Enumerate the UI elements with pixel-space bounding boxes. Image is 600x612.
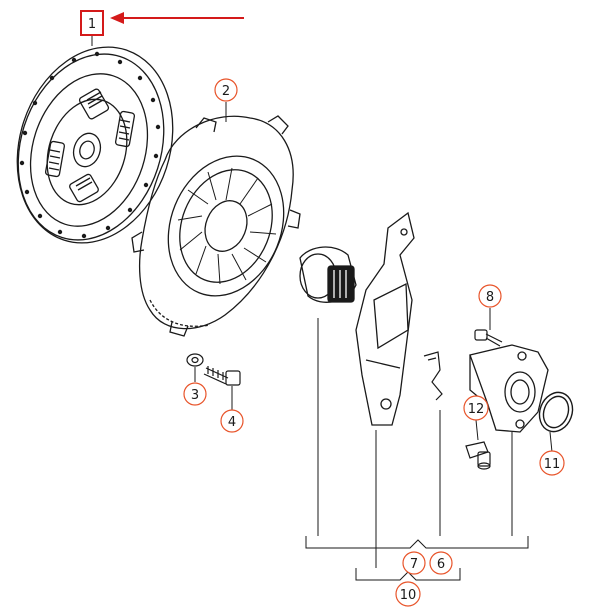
bolt [203, 366, 241, 386]
callout-7-label: 7 [410, 557, 418, 572]
callout-2-label: 2 [222, 84, 230, 99]
callout-12: 12 [463, 395, 489, 421]
callout-3-label: 3 [191, 388, 199, 403]
release-fork [355, 211, 415, 426]
clutch-disc [16, 46, 174, 244]
pressure-plate [131, 115, 301, 337]
o-ring [538, 391, 574, 433]
callout-11-label: 11 [544, 457, 561, 472]
callout-10-label: 10 [400, 588, 417, 603]
callout-1: 1 [88, 17, 96, 32]
callout-6: 6 [429, 551, 453, 575]
release-bearing [299, 246, 357, 303]
callout-12-label: 12 [468, 402, 485, 417]
highlight-box [80, 10, 104, 36]
leader-lines [91, 34, 553, 453]
callout-8: 8 [478, 284, 502, 308]
assembly-brackets [305, 318, 529, 581]
bolt-lower [465, 441, 491, 470]
callout-6-label: 6 [437, 557, 445, 572]
callout-4: 4 [220, 409, 244, 433]
callout-11: 11 [539, 450, 565, 476]
callout-7: 7 [402, 551, 426, 575]
callout-10: 10 [395, 581, 421, 607]
callout-2: 2 [214, 78, 238, 102]
callout-4-label: 4 [228, 415, 236, 430]
washer [186, 353, 204, 367]
bolt-upper [474, 329, 503, 347]
callout-8-label: 8 [486, 290, 494, 305]
spring-clip [423, 351, 443, 401]
red-arrow-icon [110, 12, 244, 24]
callout-3: 3 [183, 382, 207, 406]
